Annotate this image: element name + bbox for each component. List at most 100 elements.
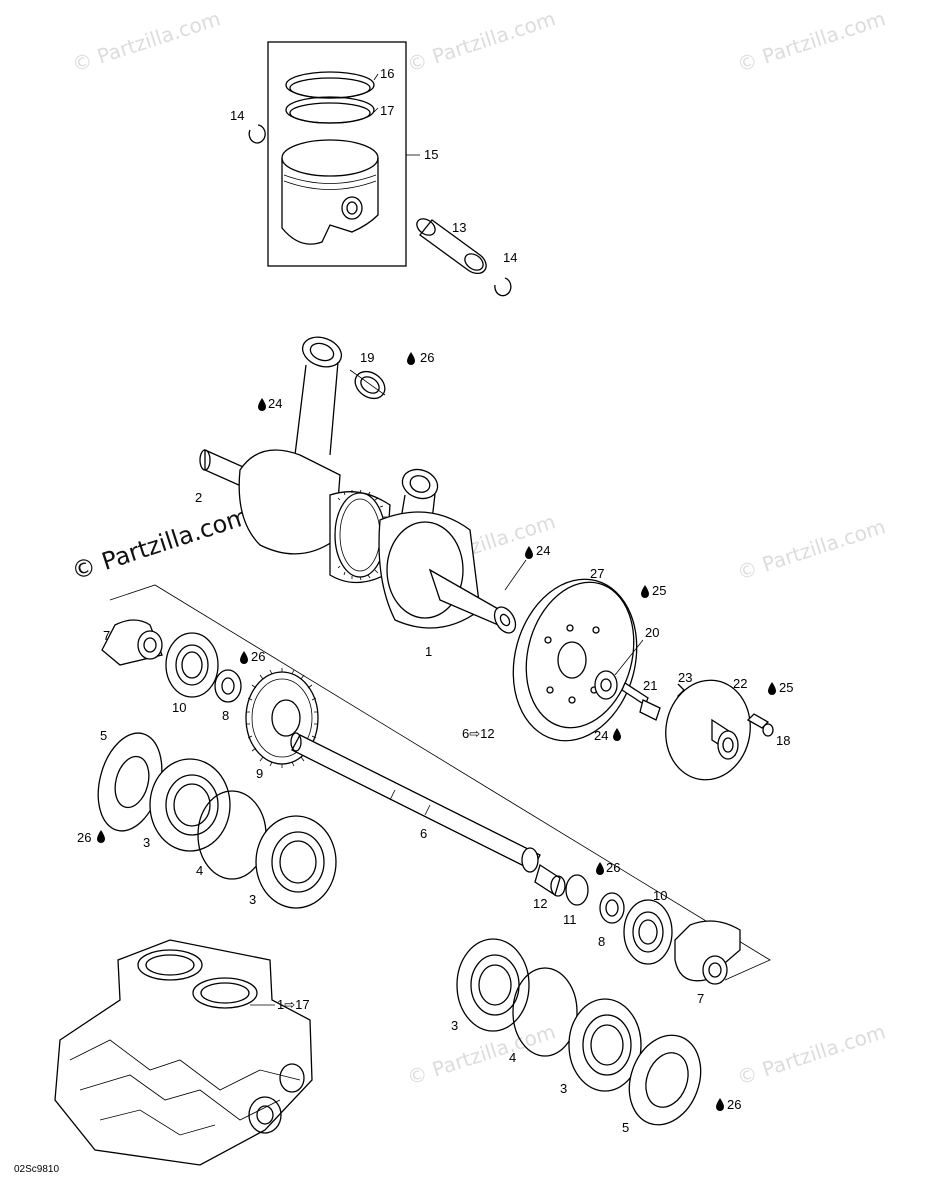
- callout-4-b: 4: [509, 1050, 516, 1065]
- callout-3-d: 3: [560, 1081, 567, 1096]
- counterweight-left[interactable]: [101, 619, 163, 666]
- bearing-10-left[interactable]: [165, 632, 219, 698]
- oil-drop-icon: [258, 398, 266, 411]
- callout-3-c: 3: [451, 1018, 458, 1033]
- balancer-group: 7 10 8 26 9 6⇨12 6: [101, 584, 771, 1006]
- circlip-left[interactable]: [248, 124, 266, 144]
- callout-24: 24: [268, 396, 282, 411]
- callout-11: 11: [563, 912, 577, 927]
- callout-8-b: 8: [598, 934, 605, 949]
- bearing-3-right-a[interactable]: [456, 938, 530, 1032]
- watermark: © Partzilla.com: [734, 6, 888, 77]
- callout-4: 4: [196, 863, 203, 878]
- bearing-3-left-a[interactable]: [149, 758, 231, 852]
- needle-bearing-19[interactable]: [349, 366, 390, 404]
- counterweight-right[interactable]: [674, 920, 741, 985]
- seal-8-left[interactable]: [214, 669, 242, 703]
- callout-7: 7: [103, 628, 110, 643]
- seal-8-right[interactable]: [599, 892, 625, 924]
- callout-18: 18: [776, 733, 790, 748]
- callout-20: 20: [645, 625, 659, 640]
- circlip-right[interactable]: [494, 277, 512, 297]
- assembly-bracket: [109, 584, 771, 981]
- piston-group: 16 17 15 14 13 14: [230, 41, 517, 297]
- piston-ring-16[interactable]: [285, 71, 375, 99]
- callout-3-b: 3: [249, 892, 256, 907]
- oil-drop-icon: [525, 546, 533, 559]
- o-ring-4-right[interactable]: [512, 967, 578, 1057]
- balancer-shaft[interactable]: [290, 732, 541, 873]
- needle-bearing-12[interactable]: [534, 863, 566, 897]
- callout-5-b: 5: [622, 1120, 629, 1135]
- callout-25-b: 25: [779, 680, 793, 695]
- flywheel[interactable]: [496, 565, 654, 754]
- washer-20[interactable]: [594, 670, 618, 700]
- ring-11[interactable]: [565, 874, 589, 906]
- bolt-21[interactable]: [621, 682, 661, 721]
- callout-24-b: 24: [536, 543, 550, 558]
- watermark-feature: © Partzilla.com: [68, 502, 253, 586]
- left-bearing-stack: 5 26 3 4 3: [77, 726, 337, 909]
- bearing-10-right[interactable]: [623, 899, 673, 965]
- watermark: © Partzilla.com: [734, 514, 888, 585]
- callout-12: 12: [533, 896, 547, 911]
- callout-26-d: 26: [606, 860, 620, 875]
- watermark: © Partzilla.com: [734, 1019, 888, 1090]
- flywheel-group: 27 25 20 21 24 23 22 25: [496, 565, 793, 786]
- callout-6: 6: [420, 826, 427, 841]
- callout-3: 3: [143, 835, 150, 850]
- callout-13: 13: [452, 220, 466, 235]
- seal-5-right[interactable]: [617, 1025, 712, 1135]
- callout-23: 23: [678, 670, 692, 685]
- crankshaft[interactable]: [199, 448, 520, 637]
- callout-10: 10: [172, 700, 186, 715]
- callout-22: 22: [733, 676, 747, 691]
- callout-9: 9: [256, 766, 263, 781]
- watermarks: © Partzilla.com © Partzilla.com © Partzi…: [68, 6, 888, 1090]
- callout-1-ref: 1⇨17: [277, 997, 310, 1012]
- callout-2: 2: [195, 490, 202, 505]
- crankshaft-group: 19 26 2: [195, 332, 550, 659]
- watermark: © Partzilla.com: [404, 6, 558, 77]
- callout-26-b: 26: [251, 649, 265, 664]
- callout-7-b: 7: [697, 991, 704, 1006]
- callout-14-left: 14: [230, 108, 244, 123]
- piston-ring-17[interactable]: [285, 96, 375, 124]
- oil-drop-icon: [240, 651, 248, 664]
- bearing-3-right-b[interactable]: [568, 998, 642, 1092]
- callout-24-c: 24: [594, 728, 608, 743]
- piston[interactable]: [281, 139, 379, 245]
- engine-block[interactable]: [54, 939, 313, 1166]
- callout-10-b: 10: [653, 888, 667, 903]
- callout-26: 26: [420, 350, 434, 365]
- diagram-code: 02Sc9810: [14, 1164, 59, 1175]
- callout-16: 16: [380, 66, 394, 81]
- callout-1: 1: [425, 644, 432, 659]
- oil-drop-icon: [641, 585, 649, 598]
- callout-14-right: 14: [503, 250, 517, 265]
- callout-27: 27: [590, 566, 604, 581]
- piston-kit-box: [267, 41, 407, 267]
- wrist-pin[interactable]: [414, 216, 487, 275]
- oil-drop-icon: [716, 1098, 724, 1111]
- oil-drop-icon: [613, 728, 621, 741]
- oil-drop-icon: [768, 682, 776, 695]
- callout-26-e: 26: [727, 1097, 741, 1112]
- callout-15: 15: [424, 147, 438, 162]
- oil-drop-icon: [596, 862, 604, 875]
- callout-26-c: 26: [77, 830, 91, 845]
- bearing-3-left-b[interactable]: [255, 815, 337, 909]
- callout-8: 8: [222, 708, 229, 723]
- oil-drop-icon: [97, 830, 105, 843]
- callout-21: 21: [643, 678, 657, 693]
- connecting-rod-left[interactable]: [294, 332, 346, 456]
- callout-19: 19: [360, 350, 374, 365]
- callout-6-ref: 6⇨12: [462, 726, 495, 741]
- callout-25: 25: [652, 583, 666, 598]
- seal-5-left[interactable]: [88, 726, 172, 838]
- screw-18[interactable]: [746, 713, 774, 737]
- callout-5: 5: [100, 728, 107, 743]
- hub-22[interactable]: [658, 673, 758, 786]
- callout-17: 17: [380, 103, 394, 118]
